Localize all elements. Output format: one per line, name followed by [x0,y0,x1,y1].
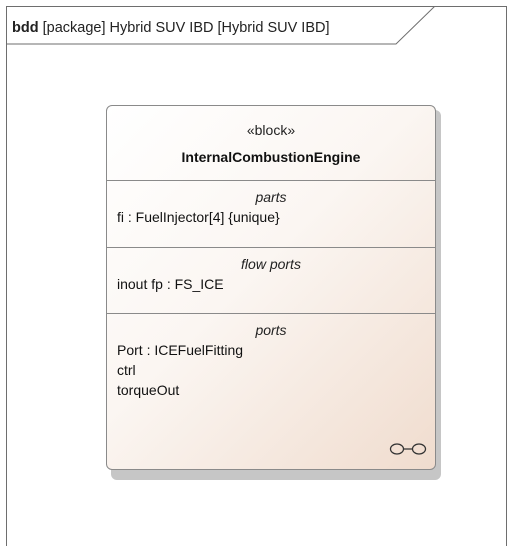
compartment-ports: ports Port : ICEFuelFitting ctrl torqueO… [107,314,435,469]
part-item[interactable]: fi : FuelInjector[4] {unique} [117,209,280,225]
compartment-title: flow ports [241,256,301,272]
block-internal-combustion-engine[interactable]: «block» InternalCombustionEngine parts f… [106,105,436,470]
block-header: «block» InternalCombustionEngine [107,106,435,181]
compartment-parts: parts fi : FuelInjector[4] {unique} [107,181,435,248]
port-item[interactable]: Port : ICEFuelFitting [117,342,244,358]
frame-header-tab: bdd [package] Hybrid SUV IBD [Hybrid SUV… [6,6,436,56]
diagram-frame [6,6,507,546]
port-item[interactable]: ctrl [117,362,136,378]
frame-title: bdd [package] Hybrid SUV IBD [Hybrid SUV… [12,20,330,36]
frame-title-text: [package] Hybrid SUV IBD [Hybrid SUV IBD… [42,20,330,36]
block-name: InternalCombustionEngine [181,149,361,165]
compartment-flow-ports: flow ports inout fp : FS_ICE [107,248,435,314]
compartment-title: parts [255,189,287,205]
composite-glasses-icon [389,443,427,455]
frame-header-outline [6,6,436,45]
frame-keyword: bdd [12,20,39,36]
flow-port-item[interactable]: inout fp : FS_ICE [117,276,224,292]
block-stereotype: «block» [246,122,296,138]
port-item[interactable]: torqueOut [117,382,180,398]
compartment-title: ports [255,322,287,338]
